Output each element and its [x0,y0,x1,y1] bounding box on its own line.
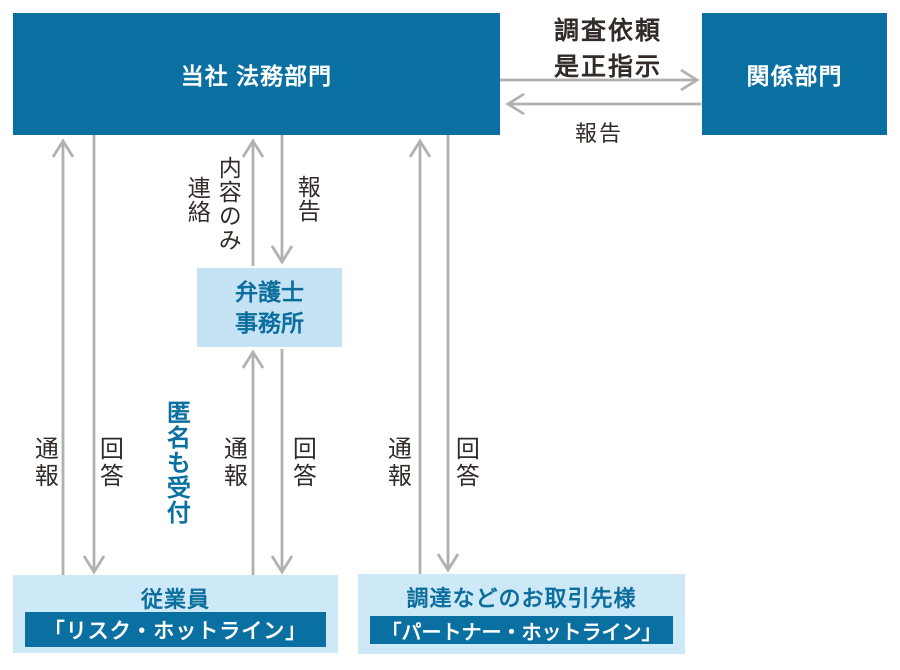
node-related-dept-label: 関係部門 [746,63,843,89]
node-employees: 従業員 「リスク・ホットライン」 [13,575,338,653]
risk-hotline-band: 「リスク・ホットライン」 [25,612,326,647]
label-content-only: 内容のみ [215,156,242,252]
node-legal-dept: 当社 法務部門 [13,13,500,135]
label-contact: 連絡 [184,176,211,224]
label-answer-employee: 回答 [95,436,123,490]
node-partners-title: 調達などのお取引先様 [406,586,637,611]
label-investigation-order: 調査依頼 是正指示 [553,17,662,81]
label-answer-partner: 回答 [451,436,479,490]
label-report-employee: 通報 [30,436,58,490]
node-lawyer-office: 弁護士 事務所 [197,268,342,347]
label-report-partner: 通報 [383,436,411,490]
node-lawyer-office-line2: 事務所 [235,309,304,336]
label-report-to-legal: 報告 [574,121,623,146]
partner-hotline-band: 「パートナー・ホットライン」 [370,616,673,644]
node-employees-title: 従業員 [140,587,210,612]
label-answer-via-lawyer: 回答 [288,436,316,490]
partner-hotline-label: 「パートナー・ホットライン」 [381,621,662,644]
risk-hotline-label: 「リスク・ホットライン」 [43,619,308,643]
label-report-from-lawyer: 報告 [294,175,321,223]
label-report-via-lawyer: 通報 [219,436,247,490]
label-anonymous-accepted: 匿名も受付 [162,400,190,525]
node-lawyer-office-line1: 弁護士 [235,279,304,306]
node-related-dept: 関係部門 [702,13,887,135]
node-partners: 調達などのお取引先様 「パートナー・ホットライン」 [358,574,685,654]
node-legal-dept-label: 当社 法務部門 [180,63,333,89]
